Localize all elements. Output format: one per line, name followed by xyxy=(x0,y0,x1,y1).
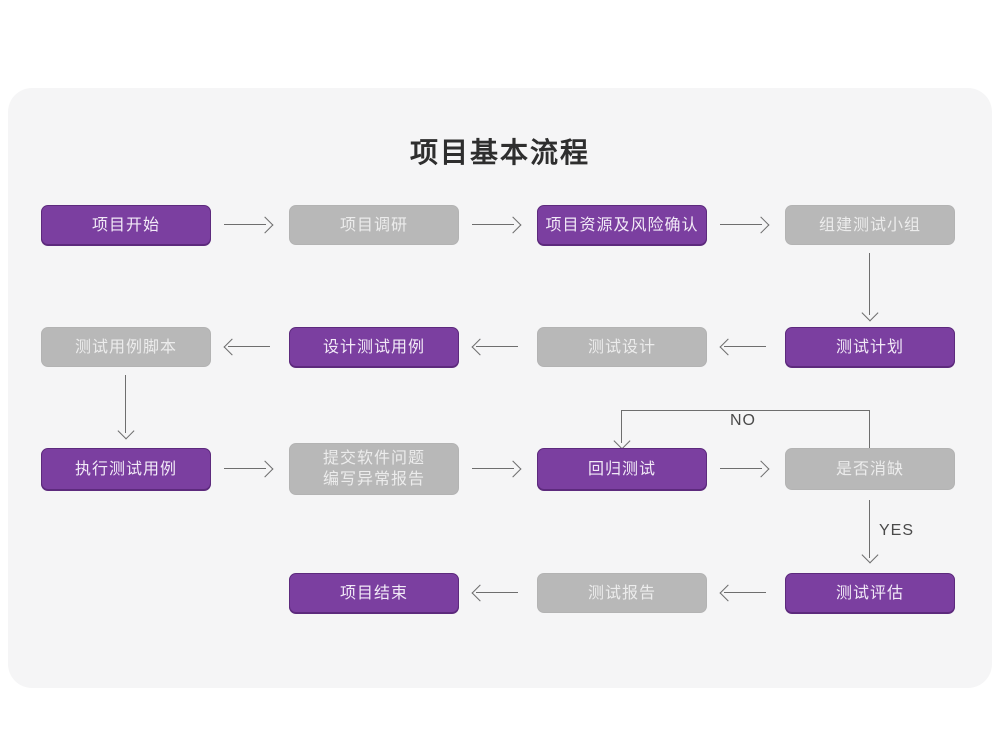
node-project-end[interactable]: 项目结束 xyxy=(289,573,459,613)
connector-line xyxy=(472,468,514,470)
node-execute-test-cases[interactable]: 执行测试用例 xyxy=(41,448,211,490)
edge-label-no: NO xyxy=(730,412,756,429)
connector-line xyxy=(224,468,266,470)
connector-line xyxy=(476,346,518,348)
connector-line xyxy=(476,592,518,594)
connector-line xyxy=(720,224,762,226)
connector-line xyxy=(724,592,766,594)
connector-line xyxy=(621,410,623,443)
connector-line xyxy=(720,468,762,470)
node-regression-test[interactable]: 回归测试 xyxy=(537,448,707,490)
connector-line xyxy=(869,253,871,315)
page-title: 项目基本流程 xyxy=(409,137,590,168)
edge-label-yes: YES xyxy=(879,522,915,539)
connector-line xyxy=(869,410,871,448)
node-test-plan[interactable]: 测试计划 xyxy=(785,327,955,367)
node-test-evaluation[interactable]: 测试评估 xyxy=(785,573,955,613)
node-defect-resolved-decision[interactable]: 是否消缺 xyxy=(785,448,955,490)
node-project-start[interactable]: 项目开始 xyxy=(41,205,211,245)
node-form-test-team[interactable]: 组建测试小组 xyxy=(785,205,955,245)
connector-line xyxy=(869,500,871,558)
node-submit-issues-report[interactable]: 提交软件问题 编写异常报告 xyxy=(289,443,459,495)
connector-line xyxy=(472,224,514,226)
connector-line xyxy=(125,375,127,433)
connector-line xyxy=(621,410,870,412)
node-project-research[interactable]: 项目调研 xyxy=(289,205,459,245)
node-test-case-script[interactable]: 测试用例脚本 xyxy=(41,327,211,367)
node-test-design[interactable]: 测试设计 xyxy=(537,327,707,367)
connector-line xyxy=(724,346,766,348)
node-test-report[interactable]: 测试报告 xyxy=(537,573,707,613)
connector-line xyxy=(228,346,270,348)
node-design-test-cases[interactable]: 设计测试用例 xyxy=(289,327,459,367)
connector-line xyxy=(224,224,266,226)
node-resource-risk-confirm[interactable]: 项目资源及风险确认 xyxy=(537,205,707,245)
